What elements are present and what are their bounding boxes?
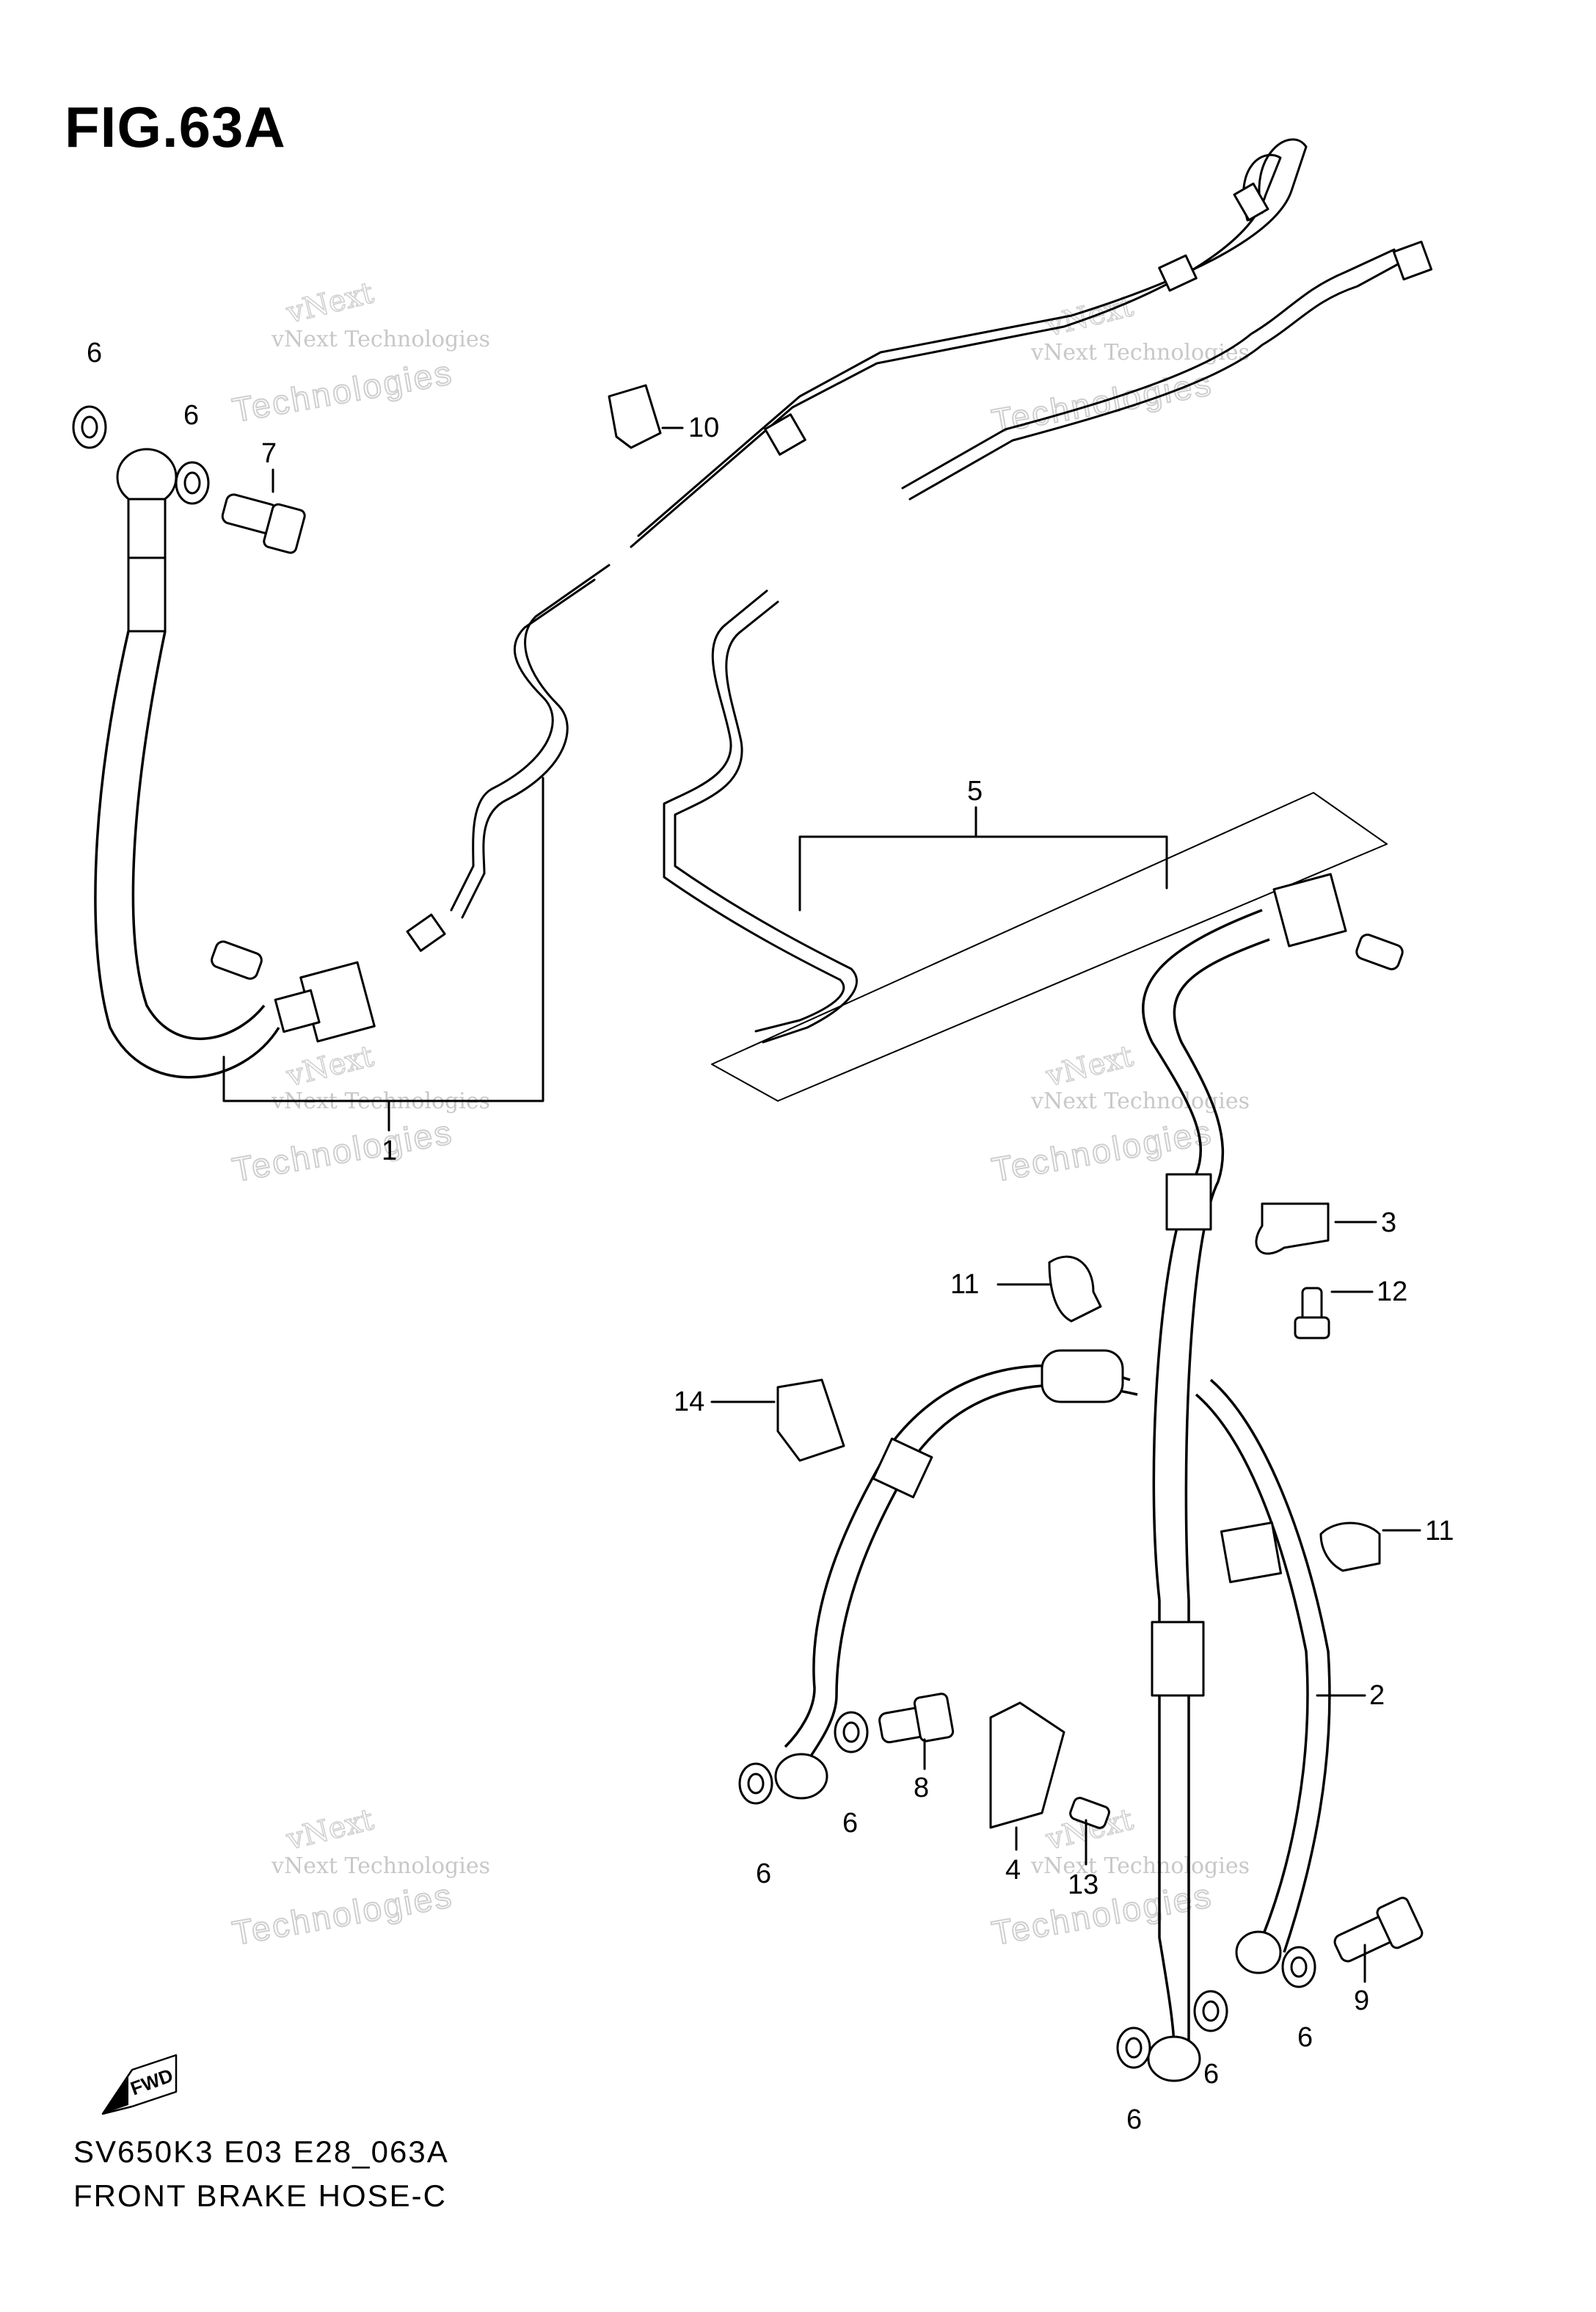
callout-6: 6 [183,400,199,431]
watermark-top-left: vNext vNext Technologies Technologies [229,275,490,430]
callout-6: 6 [842,1808,858,1839]
callout-8: 8 [914,1773,929,1803]
callout-10: 10 [688,412,719,443]
brake-pipe-assembly-5 [663,240,1433,1044]
callout-12: 12 [1377,1276,1407,1307]
callout-11: 11 [950,1269,979,1300]
leader-lines [272,426,1421,1983]
bracket-callout-5 [798,835,1168,912]
svg-text:vNext: vNext [283,1039,376,1094]
fwd-arrow-icon: FWD [101,2054,178,2115]
callout-9: 9 [1354,1985,1369,2016]
svg-text:vNext: vNext [1042,289,1136,343]
brake-pipe-assembly-1 [94,138,1308,1079]
figure-caption: FRONT BRAKE HOSE-C [73,2178,447,2213]
watermark-bottom-right: vNext vNext Technologies Technologies [988,1802,1250,1953]
watermark-bottom-left: vNext vNext Technologies Technologies [229,1802,490,1953]
callout-2: 2 [1369,1680,1385,1711]
callout-6: 6 [1203,2059,1219,2090]
watermark-vnext: vNext [283,276,376,330]
watermark-mid-left: vNext vNext Technologies Technologies [229,1039,490,1190]
washers-and-bolts [72,384,1424,2069]
callout-11: 11 [1425,1516,1454,1546]
callout-labels: 6 6 7 10 1 5 3 12 11 14 11 2 8 6 6 4 13 … [87,338,1454,2135]
callout-1: 1 [382,1135,397,1166]
callout-13: 13 [1068,1869,1098,1900]
watermark-top-right: vNext vNext Technologies Technologies [988,288,1250,441]
callout-6: 6 [756,1858,771,1889]
callout-4: 4 [1005,1855,1021,1886]
callout-6: 6 [87,338,102,368]
svg-text:vNext: vNext [283,1803,376,1857]
svg-text:vNext Technologies: vNext Technologies [271,1853,490,1879]
figure-code: SV650K3 E03 E28_063A [73,2134,449,2169]
callout-14: 14 [674,1386,704,1417]
svg-text:vNext: vNext [1042,1039,1136,1094]
watermark-mid-right: vNext vNext Technologies Technologies [988,1039,1250,1190]
bracket-callout-1 [222,777,544,1102]
brake-hose-assembly-2 [774,873,1347,2082]
watermark-technologies: Technologies [230,353,456,429]
callout-6: 6 [1297,2022,1313,2053]
callout-5: 5 [967,776,983,807]
svg-text:Technologies: Technologies [230,1876,456,1952]
svg-text:Technologies: Technologies [989,1876,1216,1952]
svg-text:vNext Technologies: vNext Technologies [1030,340,1250,366]
svg-text:vNext Technologies: vNext Technologies [1030,1853,1250,1879]
svg-text:vNext Technologies: vNext Technologies [1030,1088,1250,1114]
callout-3: 3 [1381,1207,1396,1238]
svg-text:Technologies: Technologies [230,1113,456,1189]
callout-6: 6 [1126,2104,1142,2135]
watermark-text: vNext Technologies [271,327,490,352]
figure-title: FIG.63A [65,95,286,159]
callout-7: 7 [261,438,277,469]
